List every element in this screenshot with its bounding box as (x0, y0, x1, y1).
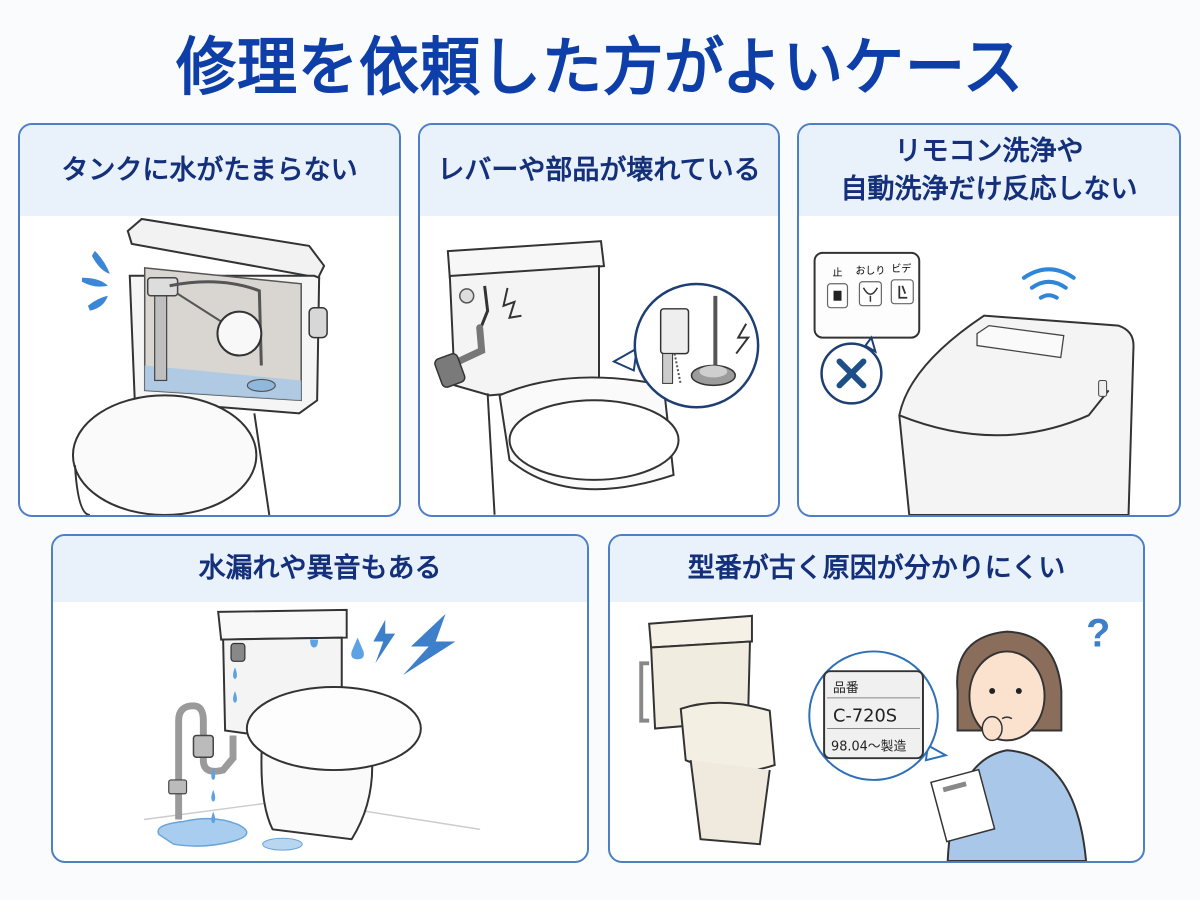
card-heading-text: 型番が古く原因が分かりにくい (687, 553, 1066, 584)
toilet-tank-illustration (71, 217, 328, 515)
svg-text:?: ? (1086, 611, 1110, 655)
x-mark-icon (820, 335, 883, 405)
remote-control: 止 おしり ビデ (813, 251, 921, 339)
crack-icon (502, 287, 522, 320)
lightning-icon (373, 613, 456, 676)
label-model-heading: 品番 (833, 681, 859, 696)
rear-wash-icon (862, 287, 879, 302)
card-old-model-number: 型番が古く原因が分かりにくい 品番 C-720S 98.04～製造 (608, 534, 1145, 863)
illustration-open-tank (20, 216, 399, 515)
water-drop-icon (211, 637, 364, 824)
bidet-button (890, 279, 914, 305)
broken-lever-illustration (434, 240, 760, 515)
wifi-signal-icon (1021, 267, 1076, 300)
card-heading-text: レバーや部品が壊れている (437, 154, 761, 186)
old-model-illustration: 品番 C-720S 98.04～製造 ? (639, 611, 1110, 861)
illustration-leaking-toilet (53, 602, 587, 861)
model-label-callout: 品番 C-720S 98.04～製造 (808, 650, 949, 781)
card-heading-text: タンクに水がたまらない (61, 154, 358, 186)
lightning-icon (735, 323, 751, 355)
card-heading: 型番が古く原因が分かりにくい (610, 536, 1143, 602)
card-remote-not-responding: リモコン洗浄や 自動洗浄だけ反応しない 止 おしり ビデ (797, 123, 1181, 517)
card-heading: 水漏れや異音もある (53, 536, 587, 602)
card-heading-line1: リモコン洗浄や (894, 135, 1084, 167)
woman-figure (930, 630, 1088, 861)
page-title: 修理を依頼した方がよいケース (176, 31, 1024, 105)
stop-icon (833, 290, 842, 301)
card-tank-not-filling: タンクに水がたまらない (18, 123, 401, 517)
illustration-old-model: 品番 C-720S 98.04～製造 ? (610, 602, 1143, 861)
remote-label-rear: おしり (855, 265, 885, 277)
label-model-number: C-720S (833, 706, 897, 727)
water-splash-icon (81, 250, 110, 311)
card-heading: レバーや部品が壊れている (420, 125, 778, 216)
card-leak-and-noise: 水漏れや異音もある (51, 534, 589, 863)
remote-label-stop: 止 (833, 267, 843, 279)
label-manufacture-date: 98.04～製造 (831, 739, 906, 754)
card-heading-line2: 自動洗浄だけ反応しない (840, 173, 1138, 205)
bidet-icon (898, 285, 908, 299)
broken-flapper-callout (611, 282, 760, 409)
remote-label-bidet: ビデ (891, 262, 911, 275)
question-mark-icon: ? (1086, 611, 1110, 655)
card-heading: タンクに水がたまらない (20, 125, 399, 216)
card-broken-lever: レバーや部品が壊れている (418, 123, 780, 517)
remote-toilet-illustration: 止 おしり ビデ (813, 251, 1135, 515)
illustration-broken-lever (420, 216, 778, 515)
card-heading: リモコン洗浄や 自動洗浄だけ反応しない (799, 125, 1179, 216)
leaking-toilet-illustration (143, 608, 481, 851)
card-heading-text: 水漏れや異音もある (198, 553, 442, 584)
illustration-remote-toilet: 止 おしり ビデ (799, 216, 1179, 515)
